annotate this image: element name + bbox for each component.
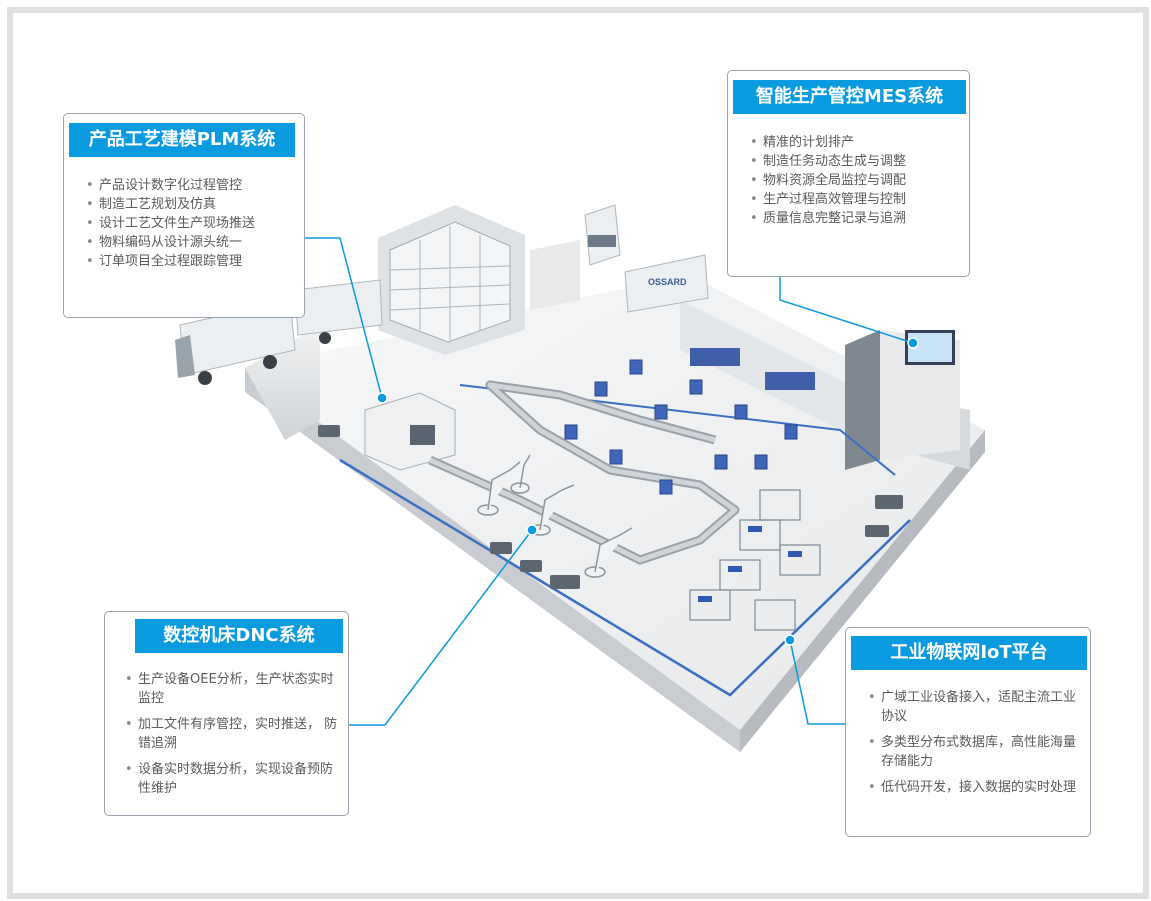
list-item: 加工文件有序管控，实时推送， 防错追溯 [125,715,340,753]
list-item: 低代码开发，接入数据的实时处理 [868,778,1078,797]
plm-feature-list: 产品设计数字化过程管控 制造工艺规划及仿真 设计工艺文件生产现场推送 物料编码从… [86,176,301,271]
iot-panel: 工业物联网IoT平台 广域工业设备接入，适配主流工业协议 多类型分布式数据库，高… [845,627,1091,837]
truck-brand-label: OSSARD [648,277,687,287]
list-item: 广域工业设备接入，适配主流工业协议 [868,688,1078,726]
floor-lane-line [339,458,911,697]
list-item: 生产设备OEE分析，生产状态实时监控 [125,670,340,708]
mes-feature-list: 精准的计划排产 制造任务动态生成与调整 物料资源全局监控与调配 生产过程高效管理… [750,133,965,228]
mes-panel: 智能生产管控MES系统 精准的计划排产 制造任务动态生成与调整 物料资源全局监控… [727,70,970,277]
list-item: 物料资源全局监控与调配 [750,171,965,190]
robot-arms [477,454,633,578]
mes-panel-title: 智能生产管控MES系统 [733,80,966,114]
list-item: 设计工艺文件生产现场推送 [86,214,301,233]
dnc-feature-list: 生产设备OEE分析，生产状态实时监控 加工文件有序管控，实时推送， 防错追溯 设… [125,670,340,805]
workstations [689,489,821,631]
truck-middle [294,279,383,344]
truck-right: OSSARD [624,254,709,313]
iot-feature-list: 广域工业设备接入，适配主流工业协议 多类型分布式数据库，高性能海量存储能力 低代… [868,688,1078,804]
storage-racks [378,205,525,355]
wall-shelves [690,348,815,390]
list-item: 设备实时数据分析，实现设备预防性维护 [125,760,340,798]
list-item: 质量信息完整记录与追溯 [750,209,965,228]
list-item: 产品设计数字化过程管控 [86,176,301,195]
list-item: 制造工艺规划及仿真 [86,195,301,214]
truck-left [175,299,296,385]
factory-walls [245,240,970,470]
list-item: 精准的计划排产 [750,133,965,152]
list-item: 多类型分布式数据库，高性能海量存储能力 [868,733,1078,771]
list-item: 制造任务动态生成与调整 [750,152,965,171]
machine-cell [364,392,456,471]
workstation-screens [698,526,802,602]
dnc-panel-title: 数控机床DNC系统 [135,619,343,653]
truck-top [584,204,621,266]
callout-dots [376,337,919,646]
agv-vehicles [318,425,903,589]
plm-panel-title: 产品工艺建模PLM系统 [69,123,295,157]
plm-panel: 产品工艺建模PLM系统 产品设计数字化过程管控 制造工艺规划及仿真 设计工艺文件… [63,113,305,318]
list-item: 物料编码从设计源头统一 [86,233,301,252]
iot-panel-title: 工业物联网IoT平台 [851,636,1087,670]
dnc-panel: 数控机床DNC系统 生产设备OEE分析，生产状态实时监控 加工文件有序管控，实时… [104,611,349,816]
list-item: 订单项目全过程跟踪管理 [86,252,301,271]
callout-connectors [305,237,914,726]
material-carts [564,359,798,495]
list-item: 生产过程高效管理与控制 [750,190,965,209]
conveyor-line-top [428,382,738,563]
